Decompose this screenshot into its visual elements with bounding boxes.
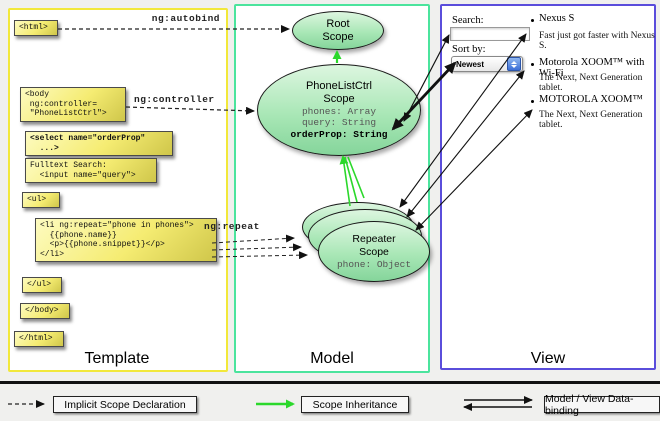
code-ul-open: <ul> (22, 192, 60, 208)
legend-implicit-scope-declaration: Implicit Scope Declaration (53, 396, 197, 413)
view-label: View (530, 350, 566, 367)
code-fulltext-search: Fulltext Search: <input name="query"> (25, 158, 157, 183)
scope-prop-phones: phones: Array (301, 105, 377, 117)
sort-by-label: Sort by: (452, 44, 486, 55)
repeater-scope-ellipse-front: Repeater Scope phone: Object (318, 221, 430, 282)
phonelistctrl-scope-title: Scope (323, 92, 355, 105)
code-line: Fulltext Search: (30, 161, 107, 170)
code-line: {{phone.name}} (40, 230, 117, 240)
phone-item-title: Nexus S (539, 13, 575, 24)
code-line: ng:controller= (25, 99, 98, 109)
legend-scope-inheritance: Scope Inheritance (301, 396, 409, 413)
root-scope-ellipse: Root Scope (292, 11, 384, 50)
legend-model-view-databinding: Model / View Data-binding (544, 393, 660, 417)
bullet-icon (531, 63, 534, 66)
code-body-close: </body> (20, 303, 70, 319)
phone-item-title: Motorola XOOM™ with Wi-Fi (539, 57, 645, 79)
code-line: <body (25, 90, 50, 99)
scope-prop-orderprop: orderProp: String (290, 128, 388, 140)
label-ng-repeat: ng:repeat (204, 221, 260, 232)
code-line: <html> (19, 23, 48, 32)
code-line: <p>{{phone.snippet}}</p> (40, 240, 165, 249)
code-line: <input name="query"> (30, 170, 136, 180)
model-panel (234, 4, 430, 373)
stepper-up-icon (511, 60, 517, 64)
repeater-scope-title: Scope (359, 245, 389, 258)
code-body-open: <body ng:controller= "PhoneListCtrl"> (20, 87, 126, 122)
phonelistctrl-scope-title: PhoneListCtrl (305, 79, 373, 92)
dropdown-stepper-icon (507, 57, 521, 71)
code-line: <ul> (27, 195, 47, 204)
sort-dropdown-value: Newest (456, 59, 485, 69)
scope-prop-query: query: String (301, 117, 377, 129)
code-line: ...> (30, 143, 59, 153)
template-label: Template (84, 350, 150, 367)
phone-item-description: The Next, Next Generation tablet. (539, 110, 643, 130)
search-label: Search: (452, 15, 484, 26)
stepper-down-icon (511, 64, 517, 68)
code-line: <li ng:repeat="phone in phones"> (40, 221, 194, 230)
scope-prop-phone: phone: Object (336, 258, 412, 270)
repeater-scope-title: Repeater (352, 232, 396, 245)
code-line: </li> (40, 249, 65, 259)
search-input[interactable] (450, 27, 530, 41)
code-line: </ul> (27, 280, 52, 289)
code-li-repeat: <li ng:repeat="phone in phones"> {{phone… (35, 218, 217, 262)
root-scope-title: Scope (322, 30, 354, 43)
bullet-icon (531, 19, 534, 22)
root-scope-title: Root (326, 17, 350, 30)
code-html-close: </html> (14, 331, 64, 347)
code-line: </body> (25, 306, 59, 315)
code-line: "PhoneListCtrl"> (25, 109, 107, 118)
phone-item-description: Fast just got faster with Nexus S. (539, 31, 655, 51)
sort-dropdown[interactable]: Newest (451, 56, 523, 72)
label-ng-controller: ng:controller (134, 94, 215, 105)
phone-item-title: MOTOROLA XOOM™ (539, 94, 643, 105)
phonelistctrl-scope-ellipse: PhoneListCtrl Scope phones: Array query:… (257, 64, 421, 156)
label-ng-autobind: ng:autobind (151, 13, 220, 24)
code-line: <select name="orderProp" (30, 134, 146, 143)
phone-item-description: The Next, Next Generation tablet. (539, 73, 643, 93)
code-line: </html> (19, 334, 53, 343)
code-ul-close: </ul> (22, 277, 62, 293)
model-label: Model (310, 350, 354, 367)
code-html-open: <html> (14, 20, 58, 36)
code-select: <select name="orderProp" ...> (25, 131, 173, 156)
bullet-icon (531, 100, 534, 103)
legend-separator-line (0, 381, 660, 384)
